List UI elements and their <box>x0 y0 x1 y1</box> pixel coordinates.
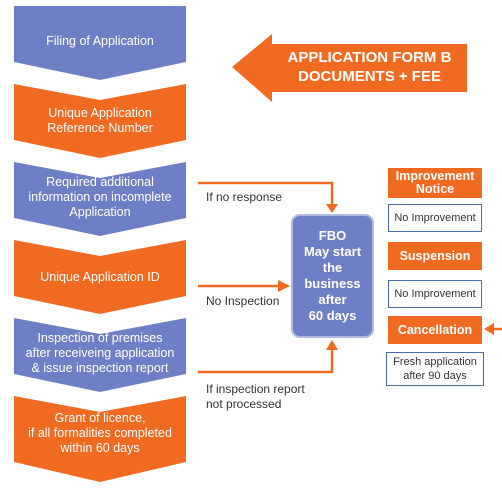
step-shape-additional-info <box>14 162 186 236</box>
fbo-box-text: FBO May start the business after 60 days <box>303 228 362 323</box>
step-inspection-label: Inspection of premises after receiveing … <box>25 330 175 375</box>
no-improvement-box-1: No Improvement <box>388 204 482 232</box>
application-form-banner-text: APPLICATION FORM B DOCUMENTS + FEE <box>287 49 452 85</box>
step-shape-reference-number <box>14 84 186 158</box>
application-form-arrow <box>232 34 467 102</box>
step-shape-grant-licence <box>14 396 186 482</box>
step-application-id-label: Unique Application ID <box>40 269 160 284</box>
no-response-arrow <box>198 181 334 206</box>
step-shape-inspection <box>14 318 186 392</box>
no-inspection-arrowhead <box>278 280 290 292</box>
step-shape-application-id <box>14 240 186 314</box>
no-response-arrowhead <box>326 204 338 213</box>
step-grant-licence-label: Grant of licence, if all formalities com… <box>28 410 172 455</box>
fbo-box-shape <box>291 214 374 338</box>
suspension-box: Suspension <box>388 242 482 270</box>
step-additional-info-label: Required additional information on incom… <box>28 174 172 219</box>
report-not-processed-arrowhead <box>326 340 338 350</box>
no-response-label: If no response <box>206 190 283 204</box>
no-improvement-box-2: No Improvement <box>388 280 482 308</box>
report-not-processed-label: If inspection report not processed <box>206 382 305 411</box>
cancellation-arrowhead <box>484 323 494 335</box>
improvement-notice-box: Improvement Notice <box>388 168 482 198</box>
report-not-processed-arrow <box>198 348 334 374</box>
cancellation-box: Cancellation <box>388 316 482 344</box>
step-shape-filing <box>14 6 186 80</box>
fresh-application-box: Fresh application after 90 days <box>386 352 484 386</box>
step-filing-label: Filing of Application <box>46 33 154 48</box>
no-inspection-label: No Inspection <box>206 294 280 308</box>
step-reference-number-label: Unique Application Reference Number <box>47 106 153 135</box>
